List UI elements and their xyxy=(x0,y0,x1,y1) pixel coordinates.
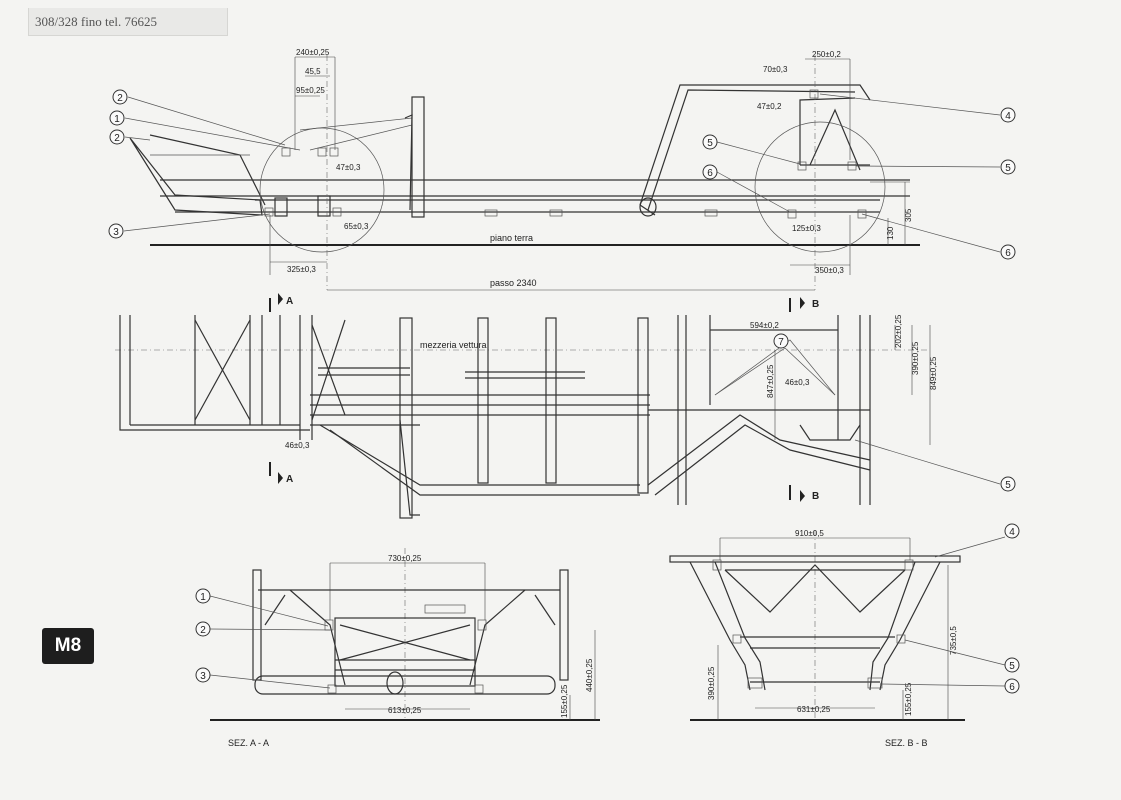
svg-text:6: 6 xyxy=(707,168,713,179)
section-marker-b-top: B xyxy=(789,297,819,312)
callout-5c xyxy=(1000,476,1016,492)
svg-text:4: 4 xyxy=(1005,111,1011,122)
dim-594: 594±0,2 xyxy=(750,321,779,330)
svg-text:6: 6 xyxy=(1005,248,1011,259)
dim-735: 735±0,5 xyxy=(949,626,958,655)
dim-46b: 46±0,3 xyxy=(285,441,310,450)
ground-label: piano terra xyxy=(490,233,533,243)
dim-910: 910±0,5 xyxy=(795,529,824,538)
svg-text:3: 3 xyxy=(200,671,206,682)
front-wheel-outline xyxy=(259,127,385,253)
dim-350: 350±0,3 xyxy=(815,266,844,275)
dim-95: 95±0,25 xyxy=(296,86,325,95)
callout-5a xyxy=(702,134,718,150)
dim-440: 440±0,25 xyxy=(585,658,594,692)
svg-text:A: A xyxy=(286,296,293,307)
dim-47a: 47±0,3 xyxy=(336,163,361,172)
page-badge: M8 xyxy=(42,628,94,664)
svg-text:5: 5 xyxy=(1005,163,1011,174)
callout-7 xyxy=(773,333,789,349)
callout-3a xyxy=(108,223,124,239)
callout-3b xyxy=(195,667,211,683)
svg-text:6: 6 xyxy=(1009,682,1015,693)
section-marker-a-top: A xyxy=(269,293,293,312)
dim-45: 45,5 xyxy=(305,67,321,76)
svg-text:5: 5 xyxy=(707,138,713,149)
callout-1a xyxy=(109,110,125,126)
dim-47b: 47±0,2 xyxy=(757,102,782,111)
dim-849: 849±0,25 xyxy=(929,356,938,390)
callout-6c xyxy=(1004,678,1020,694)
section-aa-label: SEZ. A - A xyxy=(228,738,269,748)
dim-240: 240±0,25 xyxy=(296,48,330,57)
dim-847: 847±0,25 xyxy=(766,364,775,398)
section-bb-label: SEZ. B - B xyxy=(885,738,928,748)
dim-390b: 390±0,25 xyxy=(707,666,716,700)
callout-1b xyxy=(195,588,211,604)
dim-125: 125±0,3 xyxy=(792,224,821,233)
svg-text:2: 2 xyxy=(114,133,120,144)
svg-text:3: 3 xyxy=(113,227,119,238)
callout-4a xyxy=(1000,107,1016,123)
callout-6a xyxy=(702,164,718,180)
dim-730: 730±0,25 xyxy=(388,554,422,563)
section-aa: 730±0,25 613±0,25 440±0,25 155±0,25 SEZ.… xyxy=(210,548,600,748)
dim-202: 202±0,25 xyxy=(894,314,903,348)
dim-631: 631±0,25 xyxy=(797,705,831,714)
section-bb: 910±0,5 631±0,25 735±0,5 390±0,25 155±0,… xyxy=(669,529,965,748)
svg-text:2: 2 xyxy=(200,625,206,636)
svg-text:5: 5 xyxy=(1005,480,1011,491)
svg-text:B: B xyxy=(812,491,819,502)
rear-wheel-outline xyxy=(754,121,886,253)
dim-613: 613±0,25 xyxy=(388,706,422,715)
sheet-title: 308/328 fino tel. 76625 xyxy=(28,8,228,36)
callout-2b xyxy=(109,129,125,145)
section-marker-b-bottom: B xyxy=(789,485,819,502)
dim-130: 130 xyxy=(886,226,895,240)
dim-305: 305 xyxy=(904,208,913,222)
svg-text:A: A xyxy=(286,474,293,485)
passo-label: passo 2340 xyxy=(490,278,537,288)
dim-70: 70±0,3 xyxy=(763,65,788,74)
svg-text:7: 7 xyxy=(778,337,784,348)
callout-6b xyxy=(1000,244,1016,260)
svg-text:5: 5 xyxy=(1009,661,1015,672)
dim-65: 65±0,3 xyxy=(344,222,369,231)
svg-text:B: B xyxy=(812,299,819,310)
side-view: piano terra xyxy=(129,48,920,291)
callout-2c xyxy=(195,621,211,637)
callout-2a xyxy=(112,89,128,105)
dim-390: 390±0,25 xyxy=(911,341,920,375)
dim-250: 250±0,2 xyxy=(812,50,841,59)
callout-5d xyxy=(1004,657,1020,673)
svg-text:1: 1 xyxy=(114,114,120,125)
callouts: 2 1 2 3 4 5 5 6 6 7 5 1 xyxy=(108,89,1020,694)
callout-4b xyxy=(1004,523,1020,539)
svg-text:1: 1 xyxy=(200,592,206,603)
svg-text:2: 2 xyxy=(117,93,123,104)
dim-155a: 155±0,25 xyxy=(560,684,569,718)
section-marker-a-bottom: A xyxy=(269,462,293,485)
callout-5b xyxy=(1000,159,1016,175)
dim-155b: 155±0,25 xyxy=(904,682,913,716)
dim-46a: 46±0,3 xyxy=(785,378,810,387)
dim-325: 325±0,3 xyxy=(287,265,316,274)
centerline-label: mezzeria vettura xyxy=(420,340,487,350)
plan-view: mezzeria vettura xyxy=(115,293,938,519)
svg-text:4: 4 xyxy=(1009,527,1015,538)
